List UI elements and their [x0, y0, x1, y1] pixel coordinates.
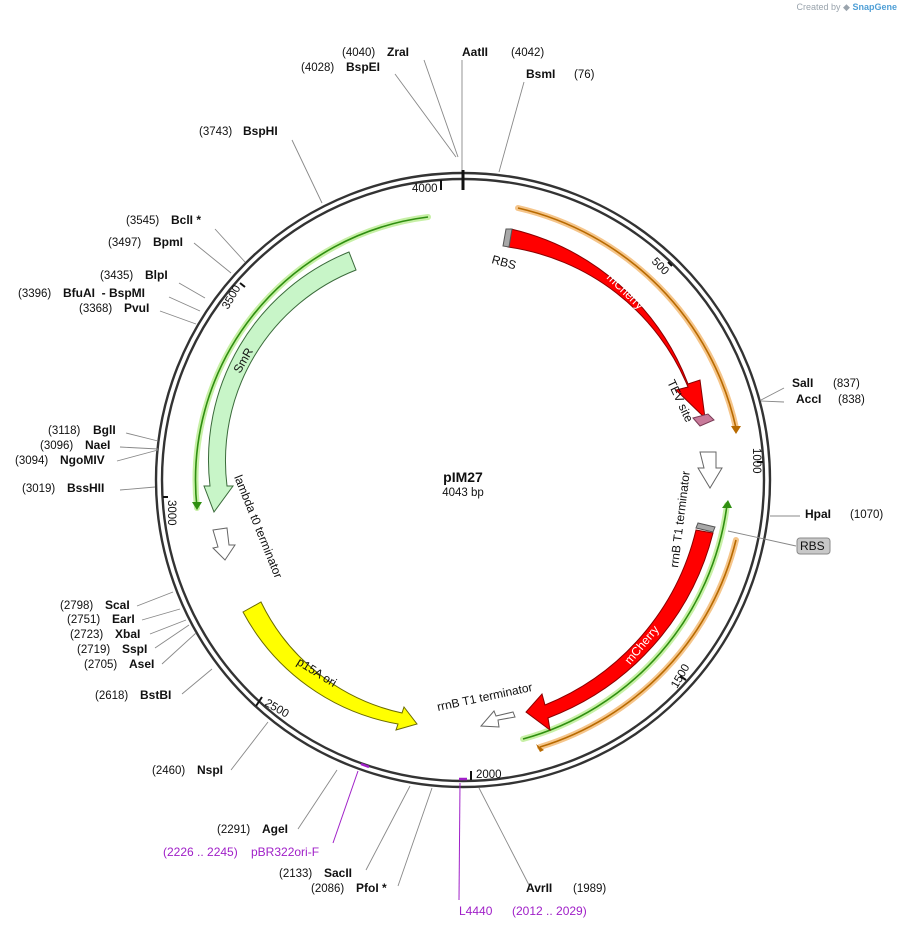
- feature-rbs-2[interactable]: [695, 522, 716, 533]
- primer-pbr322ori-f-name: pBR322ori-F: [251, 845, 319, 859]
- site-bfuai-bspmi[interactable]: BfuAI - BspMI: [63, 286, 145, 300]
- site-pvui[interactable]: PvuI: [124, 301, 149, 315]
- site-bsphi[interactable]: BspHI: [243, 124, 278, 138]
- site-sali-pos: (837): [833, 378, 860, 390]
- site-bcli[interactable]: BclI *: [171, 213, 201, 227]
- rbs-callout[interactable]: RBS: [796, 537, 831, 555]
- map-title: pIM27 4043 bp: [442, 469, 484, 499]
- site-bsmi-pos: (76): [574, 69, 595, 81]
- site-zrai-pos: (4040): [342, 47, 375, 59]
- site-hpai-pos: (1070): [850, 509, 883, 521]
- site-bsshii[interactable]: BssHII: [67, 481, 104, 495]
- site-acci-pos: (838): [838, 394, 865, 406]
- orf-arcs: [192, 205, 741, 752]
- site-sacii[interactable]: SacII: [324, 866, 352, 880]
- site-ngomiv-pos: (3094): [15, 455, 48, 467]
- site-eari[interactable]: EarI: [112, 612, 135, 626]
- site-sacii-pos: (2133): [279, 868, 312, 880]
- label-mcherry-1: mCherry: [604, 270, 647, 312]
- primer-l4440-name: L4440: [459, 904, 493, 918]
- site-agei-pos: (2291): [217, 824, 250, 836]
- site-bsphi-pos: (3743): [199, 126, 232, 138]
- site-agei[interactable]: AgeI: [262, 822, 288, 836]
- site-labels: (4040) ZraI AatII (4042) (4028) BspEI Bs…: [15, 45, 883, 895]
- site-ngomiv[interactable]: NgoMIV: [60, 453, 105, 467]
- site-aatii-pos: (4042): [511, 47, 544, 59]
- site-sspi[interactable]: SspI: [122, 642, 147, 656]
- feature-lambda-t0-arrow[interactable]: [211, 527, 236, 561]
- site-naei[interactable]: NaeI: [85, 438, 110, 452]
- backbone: [154, 170, 772, 789]
- site-bspei-pos: (4028): [301, 62, 334, 74]
- site-bgli-pos: (3118): [48, 425, 81, 437]
- site-pfoi[interactable]: PfoI *: [356, 881, 387, 895]
- site-bcli-pos: (3545): [126, 215, 159, 227]
- site-aatii[interactable]: AatII: [462, 45, 488, 59]
- site-nspi-pos: (2460): [152, 765, 185, 777]
- site-zrai[interactable]: ZraI: [387, 45, 409, 59]
- site-avrii[interactable]: AvrII: [526, 881, 552, 895]
- watermark-brand: SnapGene: [852, 2, 897, 12]
- site-xbai[interactable]: XbaI: [115, 627, 140, 641]
- site-eari-pos: (2751): [67, 614, 100, 626]
- site-avrii-pos: (1989): [573, 883, 606, 895]
- feature-rbs-1[interactable]: [502, 228, 513, 248]
- primers: (2226 .. 2245) pBR322ori-F L4440 (2012 .…: [163, 762, 587, 918]
- site-nspi[interactable]: NspI: [197, 763, 223, 777]
- site-bstbi-pos: (2618): [95, 690, 128, 702]
- plasmid-name: pIM27: [443, 469, 483, 485]
- leader-lines: [116, 59, 800, 887]
- site-bspei[interactable]: BspEI: [346, 60, 380, 74]
- features: [203, 228, 723, 732]
- tick-2000: 2000: [476, 769, 502, 781]
- plasmid-length: 4043 bp: [442, 487, 484, 499]
- site-bstbi[interactable]: BstBI: [140, 688, 171, 702]
- feature-tev-site[interactable]: [692, 413, 715, 427]
- site-blpi[interactable]: BlpI: [145, 268, 168, 282]
- orf-arc-top-right: [515, 205, 739, 431]
- feature-rrnb1-arrow[interactable]: [697, 451, 723, 489]
- feature-mcherry-1[interactable]: [507, 228, 706, 420]
- site-sali[interactable]: SalI: [792, 376, 813, 390]
- site-bsshii-pos: (3019): [22, 483, 55, 495]
- site-naei-pos: (3096): [40, 440, 73, 452]
- tick-3000: 3000: [165, 500, 177, 526]
- tick-4000: 4000: [412, 183, 438, 195]
- site-bgli[interactable]: BglI: [93, 423, 116, 437]
- rbs-callout-label: RBS: [800, 539, 825, 553]
- label-rrnb2: rrnB T1 terminator: [436, 680, 534, 714]
- site-hpai[interactable]: HpaI: [805, 507, 831, 521]
- label-lambda-t0: lambda t0 terminator: [231, 473, 285, 580]
- site-xbai-pos: (2723): [70, 629, 103, 641]
- feature-rrnb2-arrow[interactable]: [479, 710, 516, 728]
- snapgene-watermark: Created by ◆ SnapGene: [797, 2, 898, 13]
- site-asei[interactable]: AseI: [129, 657, 154, 671]
- site-scai[interactable]: ScaI: [105, 598, 130, 612]
- tick-1000: 1000: [750, 448, 762, 474]
- site-acci[interactable]: AccI: [796, 392, 821, 406]
- site-bpmi[interactable]: BpmI: [153, 235, 183, 249]
- feature-mcherry-2[interactable]: [525, 529, 714, 732]
- site-pfoi-pos: (2086): [311, 883, 344, 895]
- site-asei-pos: (2705): [84, 659, 117, 671]
- label-rbs-1: RBS: [490, 252, 517, 272]
- site-blpi-pos: (3435): [100, 270, 133, 282]
- site-bsmi[interactable]: BsmI: [526, 67, 555, 81]
- watermark-prefix: Created by: [796, 2, 841, 12]
- site-bfuai-pos: (3396): [18, 288, 51, 300]
- feature-smr[interactable]: [203, 251, 357, 514]
- site-pvui-pos: (3368): [79, 303, 112, 315]
- site-bpmi-pos: (3497): [108, 237, 141, 249]
- snapgene-logo-icon: ◆: [843, 2, 850, 12]
- primer-pbr322ori-f-range: (2226 .. 2245): [163, 845, 238, 859]
- feature-p15a-ori[interactable]: [242, 601, 418, 731]
- primer-l4440-range: (2012 .. 2029): [512, 904, 587, 918]
- site-scai-pos: (2798): [60, 600, 93, 612]
- site-sspi-pos: (2719): [77, 644, 110, 656]
